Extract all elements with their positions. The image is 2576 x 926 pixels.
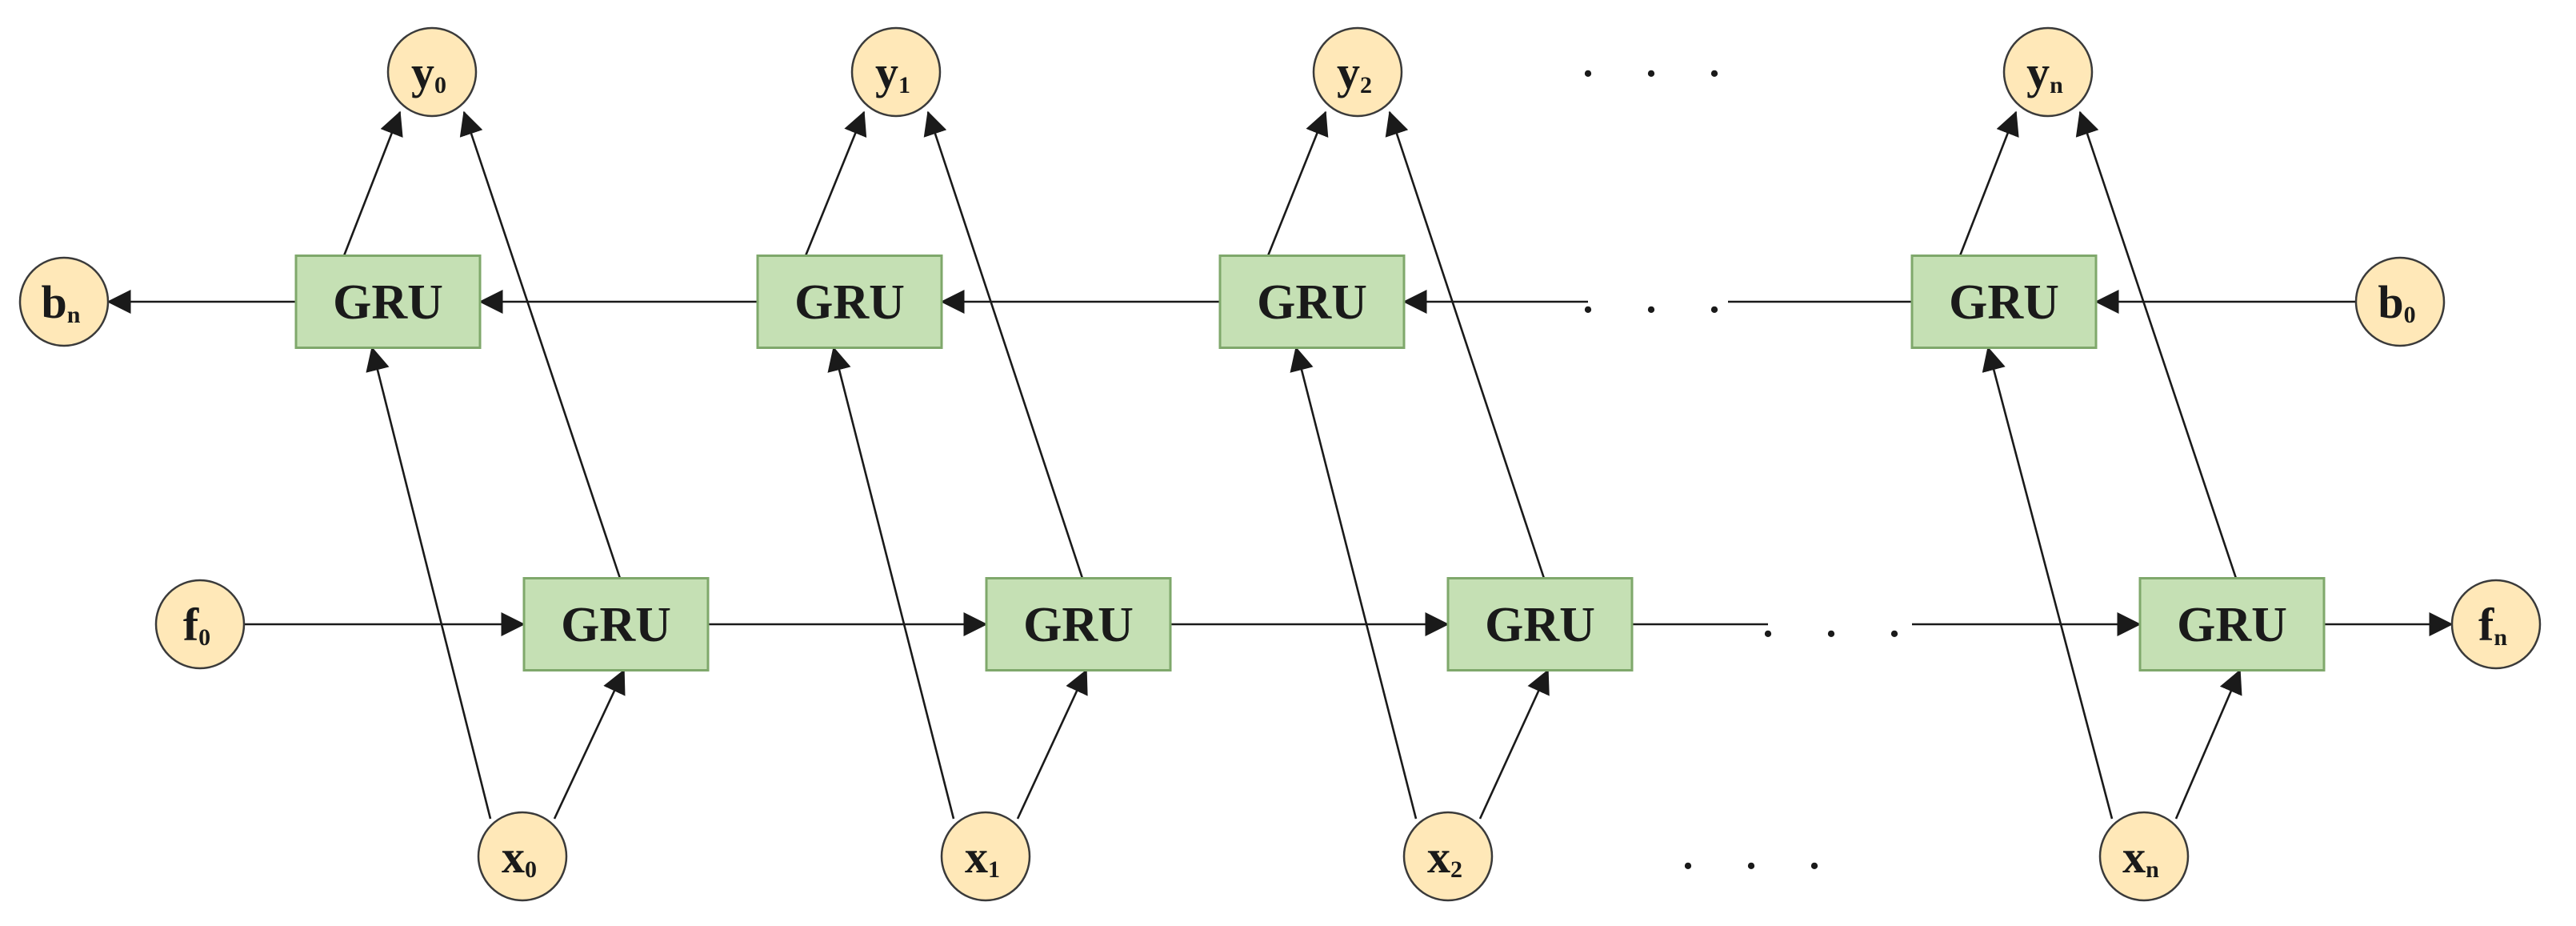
forward-end-node-circle [2450, 579, 2542, 670]
ellipsis-outputs: . . . [1581, 27, 1739, 89]
backward-gru-cell-2: GRU [1218, 255, 1406, 349]
edge-x-1-to-fgru-1 [1016, 669, 1088, 820]
forward-gru-cell-0-rect [522, 577, 710, 671]
input-node-2-circle [1402, 811, 1494, 902]
input-node-3-label: xn [2122, 831, 2159, 883]
output-node-0: y0 [386, 26, 478, 118]
output-node-2-label: y2 [1337, 46, 1372, 98]
backward-gru-cell-1-rect [756, 255, 943, 349]
edge-x-2-to-fgru-2 [1478, 669, 1550, 820]
forward-end-node-label: fn [2478, 599, 2507, 651]
forward-gru-cell-0: GRU [522, 577, 710, 671]
forward-gru-cell-3-label: GRU [2177, 598, 2287, 652]
input-node-1-circle [940, 811, 1031, 902]
backward-gru-cell-3-label: GRU [1949, 275, 2059, 330]
ellipsis-forward-chain: . . . [1761, 587, 1919, 649]
edge-x-3-to-bgru-3 [1982, 347, 2114, 820]
output-node-1-circle [850, 26, 942, 118]
edge-fgru-0-to-y-0 [459, 110, 622, 579]
forward-gru-cell-2-label: GRU [1485, 598, 1595, 652]
output-node-3-label: yn [2026, 46, 2063, 98]
forward-end-node: fn [2450, 579, 2542, 670]
output-node-3: yn [2002, 26, 2094, 118]
gru-cells-layer: GRU GRU GRU GRU GRU GRU GRU GRU [294, 255, 2326, 671]
backward-gru-cell-0: GRU [294, 255, 482, 349]
output-node-1: y1 [850, 26, 942, 118]
forward-gru-cell-1-label: GRU [1023, 598, 1134, 652]
edge-bgru-3-to-y-3 [1958, 110, 2019, 256]
forward-gru-cell-2: GRU [1446, 577, 1634, 671]
edge-x-1-to-bgru-1 [827, 347, 955, 820]
input-node-0-circle [477, 811, 568, 902]
input-node-0-label: x0 [502, 831, 537, 883]
backward-gru-cell-1-label: GRU [794, 275, 905, 330]
forward-start-node-circle [154, 579, 246, 670]
output-node-3-circle [2002, 26, 2094, 118]
edge-fgru-1-to-y-1 [923, 110, 1084, 579]
ellipsis-backward-chain: . . . [1581, 263, 1739, 325]
backward-start-node: b0 [2354, 256, 2446, 347]
edge-x-0-to-fgru-0 [553, 669, 626, 820]
output-node-0-circle [386, 26, 478, 118]
backward-gru-cell-3-rect [1910, 255, 2098, 349]
forward-gru-cell-0-label: GRU [561, 598, 671, 652]
backward-end-node-label: bn [42, 276, 81, 328]
backward-gru-cell-0-label: GRU [333, 275, 443, 330]
forward-gru-cell-2-rect [1446, 577, 1634, 671]
forward-gru-cell-1: GRU [985, 577, 1172, 671]
forward-gru-cell-1-rect [985, 577, 1172, 671]
backward-gru-cell-2-rect [1218, 255, 1406, 349]
ellipsis-inputs: . . . [1681, 820, 1839, 881]
backward-gru-cell-0-rect [294, 255, 482, 349]
edge-bgru-2-to-y-2 [1266, 110, 1329, 256]
edge-x-0-to-bgru-0 [366, 347, 492, 820]
input-node-2: x2 [1402, 811, 1494, 902]
input-node-1: x1 [940, 811, 1031, 902]
forward-gru-cell-3: GRU [2138, 577, 2326, 671]
edge-fgru-3-to-y-3 [2075, 110, 2238, 579]
output-node-2: y2 [1312, 26, 1403, 118]
backward-gru-cell-2-label: GRU [1257, 275, 1367, 330]
nodes-layer: y0 y1 y2 yn x0 x1 x2 xn b0 bn f0 fn [18, 26, 2542, 902]
backward-end-node-circle [18, 256, 110, 347]
backward-end-node: bn [18, 256, 110, 347]
edge-x-3-to-fgru-3 [2174, 669, 2242, 820]
edge-bgru-1-to-y-1 [804, 110, 867, 256]
forward-start-node: f0 [154, 579, 246, 670]
input-node-0: x0 [477, 811, 568, 902]
forward-start-node-label: f0 [183, 599, 210, 651]
input-node-2-label: x2 [1427, 831, 1462, 883]
backward-gru-cell-1: GRU [756, 255, 943, 349]
edge-fgru-2-to-y-2 [1385, 110, 1546, 579]
ellipsis-layer: . . . . . . . . . . . . [1581, 27, 1919, 881]
edge-bgru-0-to-y-0 [342, 110, 403, 256]
input-node-3-circle [2098, 811, 2190, 902]
edge-x-2-to-bgru-2 [1290, 347, 1418, 820]
forward-gru-cell-3-rect [2138, 577, 2326, 671]
backward-start-node-circle [2354, 256, 2446, 347]
backward-gru-cell-3: GRU [1910, 255, 2098, 349]
output-node-1-label: y1 [875, 46, 910, 98]
backward-start-node-label: b0 [2378, 276, 2415, 328]
output-node-2-circle [1312, 26, 1403, 118]
input-node-1-label: x1 [965, 831, 1000, 883]
input-node-3: xn [2098, 811, 2190, 902]
output-node-0-label: y0 [411, 46, 446, 98]
edges-layer [106, 110, 2454, 820]
